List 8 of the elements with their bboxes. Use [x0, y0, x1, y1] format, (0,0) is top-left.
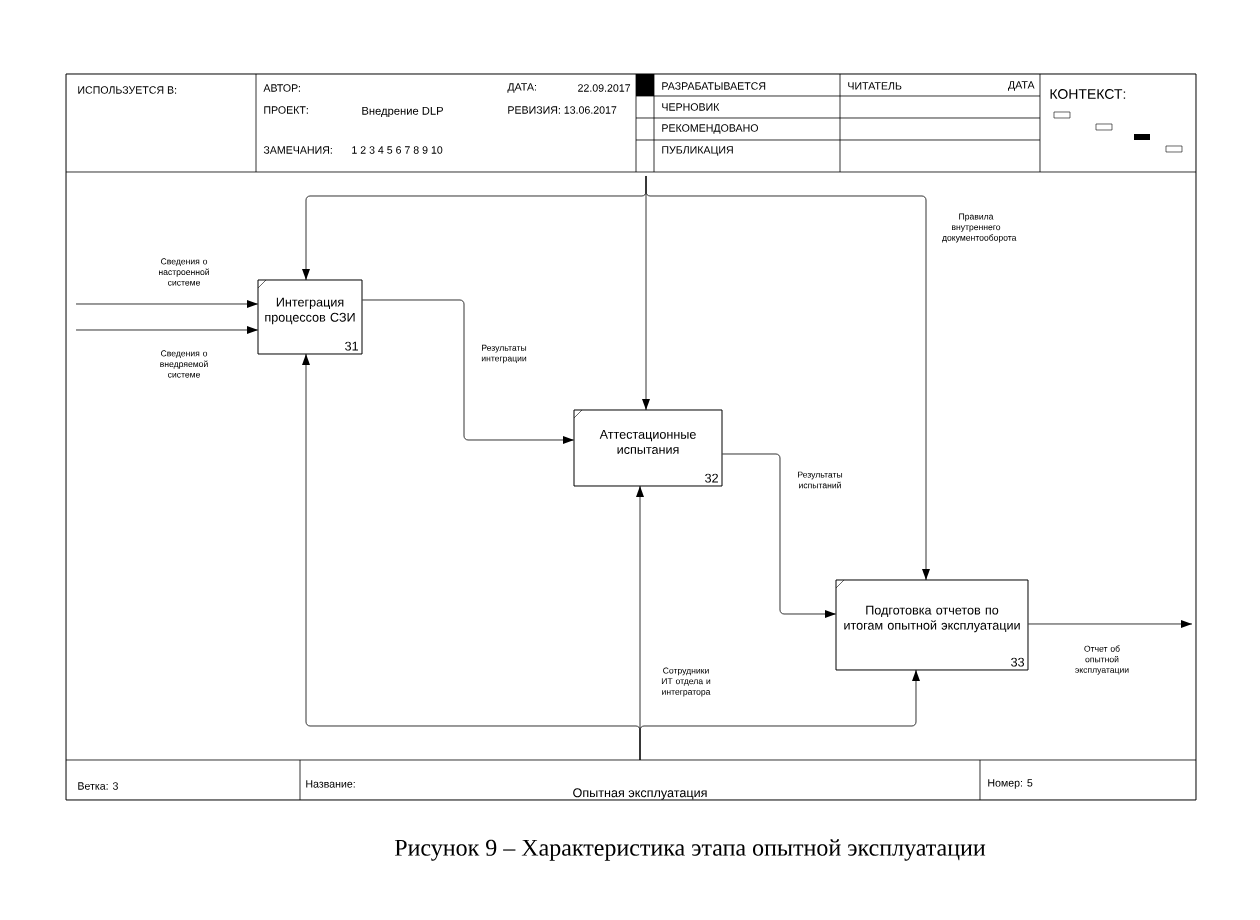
- arrow: [639, 669, 920, 761]
- arrow: [645, 175, 930, 581]
- caption: Рисунок 9 – Характеристика этапа опытной эксплуатации: [394, 839, 986, 861]
- arrow: [1028, 620, 1193, 628]
- arrow: [362, 299, 574, 444]
- arrow: [75, 300, 258, 308]
- arrow: [722, 453, 836, 618]
- arrow: [75, 326, 258, 334]
